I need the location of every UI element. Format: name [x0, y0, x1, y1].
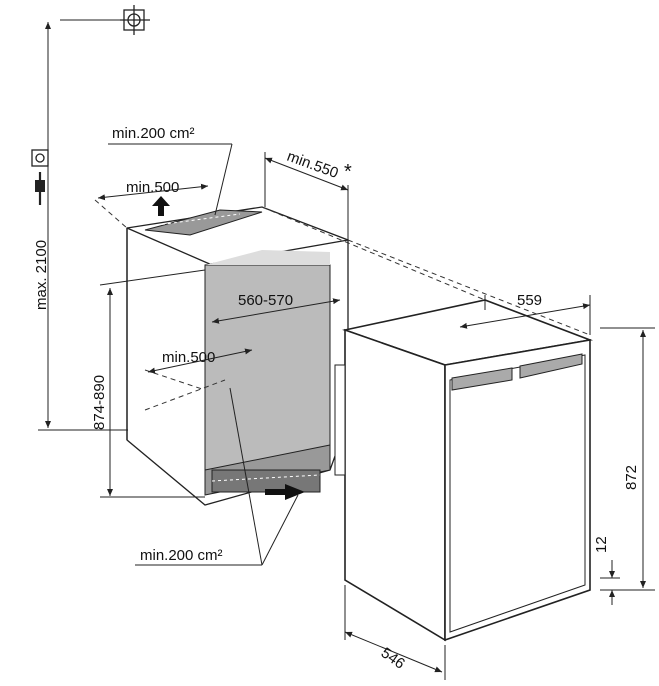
earth-symbol-icon [120, 5, 150, 35]
niche-cabinet [126, 206, 349, 506]
appliance-width-label: 559 [517, 292, 542, 309]
niche-height-label: 874-890 [91, 375, 108, 430]
bottom-vent-label: min.200 cm² [140, 547, 223, 564]
plug-icon [35, 172, 45, 205]
airflow-arrow-icon [265, 484, 305, 500]
top-vent-label: min.200 cm² [112, 125, 195, 142]
asterisk-note: * [344, 161, 352, 183]
max-height-label: max. 2100 [33, 240, 50, 310]
top-width-label: min.500 [126, 179, 179, 196]
niche-width-label: 560-570 [238, 292, 293, 309]
max-height-dimension: max. 2100 [33, 22, 128, 431]
socket-icon [31, 149, 49, 167]
appliance-height-label: 872 [623, 465, 640, 490]
appliance-depth-label: 546 [378, 644, 408, 672]
airflow-arrow-icon [152, 196, 170, 216]
refrigerator [334, 299, 594, 642]
plinth-height-label: 12 [593, 536, 610, 553]
